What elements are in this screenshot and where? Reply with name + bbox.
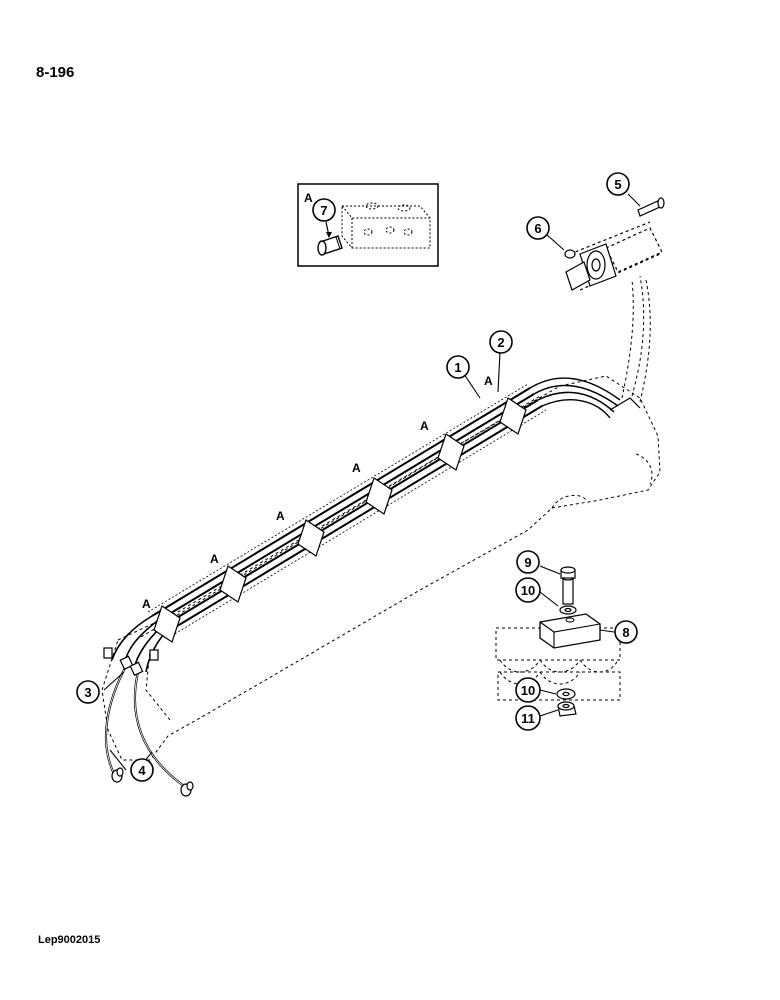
svg-text:8: 8 <box>622 625 629 640</box>
svg-text:2: 2 <box>497 335 504 350</box>
clamp-labels: A A A A A A <box>142 374 493 611</box>
svg-text:7: 7 <box>320 203 327 218</box>
callout-10-lower: 10 <box>515 677 541 703</box>
washer-10-lower-part <box>556 688 576 700</box>
svg-text:1: 1 <box>454 360 461 375</box>
clamp-label: A <box>420 419 429 433</box>
leader-lines <box>103 193 641 773</box>
clamp-block-assembly <box>495 613 621 701</box>
clamp-label: A <box>484 374 493 388</box>
bolt-part <box>637 197 665 217</box>
tube-clamp <box>499 397 527 435</box>
svg-text:6: 6 <box>534 221 541 236</box>
svg-text:5: 5 <box>614 177 621 192</box>
svg-text:3: 3 <box>84 685 91 700</box>
callout-9: 9 <box>516 550 540 574</box>
clamp-label: A <box>142 597 151 611</box>
figure-code: Lep9002015 <box>38 934 101 946</box>
callout-4: 4 <box>130 758 154 782</box>
callout-3: 3 <box>76 680 100 704</box>
tube-clamp <box>437 433 465 471</box>
page-number: 8-196 <box>36 64 75 81</box>
clamp-label: A <box>276 509 285 523</box>
tube-clamp <box>297 519 325 557</box>
svg-text:10: 10 <box>521 683 535 698</box>
clamp-label: A <box>352 461 361 475</box>
clamp-label: A <box>210 552 219 566</box>
callout-8: 8 <box>614 620 638 644</box>
nut-11-part <box>557 701 577 717</box>
callout-1: 1 <box>446 355 470 379</box>
svg-text:11: 11 <box>521 711 535 726</box>
tube-clamp <box>219 565 247 603</box>
bolt-9-part <box>560 566 576 605</box>
detail-inset-label: A <box>304 191 313 205</box>
detail-inset-a: A 7 <box>297 183 439 267</box>
callout-7: 7 <box>312 198 336 222</box>
callout-5: 5 <box>606 172 630 196</box>
manifold-block <box>341 202 431 249</box>
tube-clamps <box>153 397 527 643</box>
callout-2: 2 <box>489 330 513 354</box>
callout-6: 6 <box>526 216 550 240</box>
callout-10-upper: 10 <box>515 577 541 603</box>
tube-connectors <box>103 647 159 677</box>
pivot-assembly <box>565 221 663 291</box>
tube-clamp <box>365 477 393 515</box>
boom-outline <box>101 375 661 761</box>
hose-end-fittings <box>111 767 194 797</box>
svg-text:4: 4 <box>138 763 146 778</box>
nut-part <box>564 249 576 259</box>
svg-text:10: 10 <box>521 583 535 598</box>
fitting-part <box>317 235 343 256</box>
washer-10-upper-part <box>559 605 577 615</box>
svg-text:9: 9 <box>524 555 531 570</box>
callout-11: 11 <box>515 705 541 731</box>
tube-clamp <box>153 605 181 643</box>
flexible-hoses <box>104 665 185 787</box>
